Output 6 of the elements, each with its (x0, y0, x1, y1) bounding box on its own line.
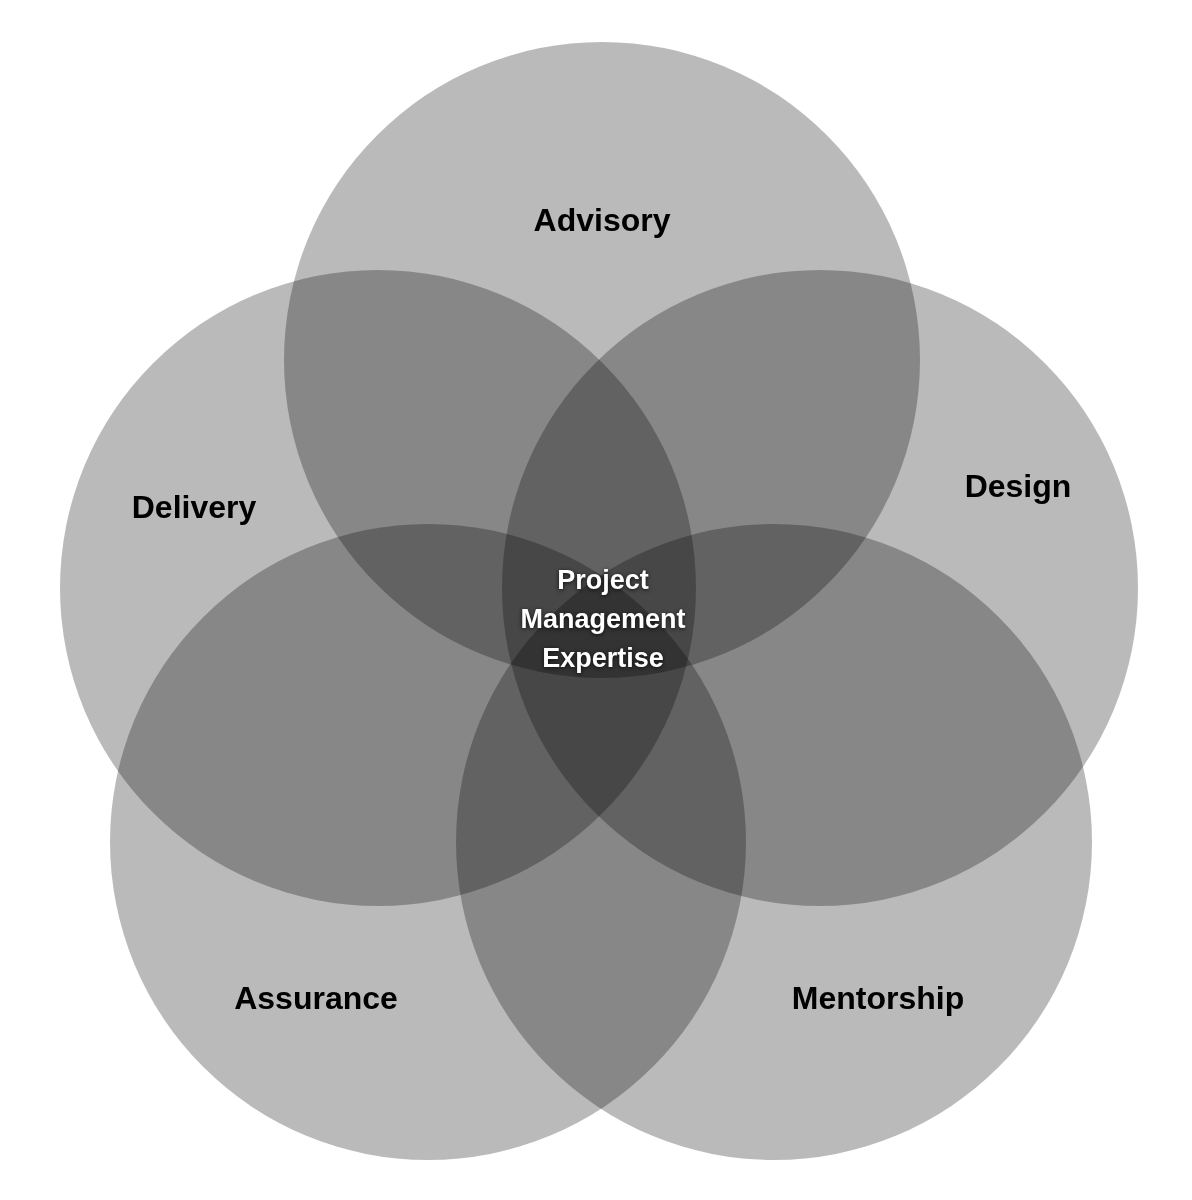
circle-label: Delivery (131, 488, 257, 526)
circle-label: Design (964, 467, 1072, 505)
circle-label: Assurance (234, 979, 398, 1017)
center-label: Project Management Expertise (519, 563, 687, 675)
circle-label: Advisory (533, 201, 671, 239)
circle-label: Mentorship (791, 979, 965, 1017)
